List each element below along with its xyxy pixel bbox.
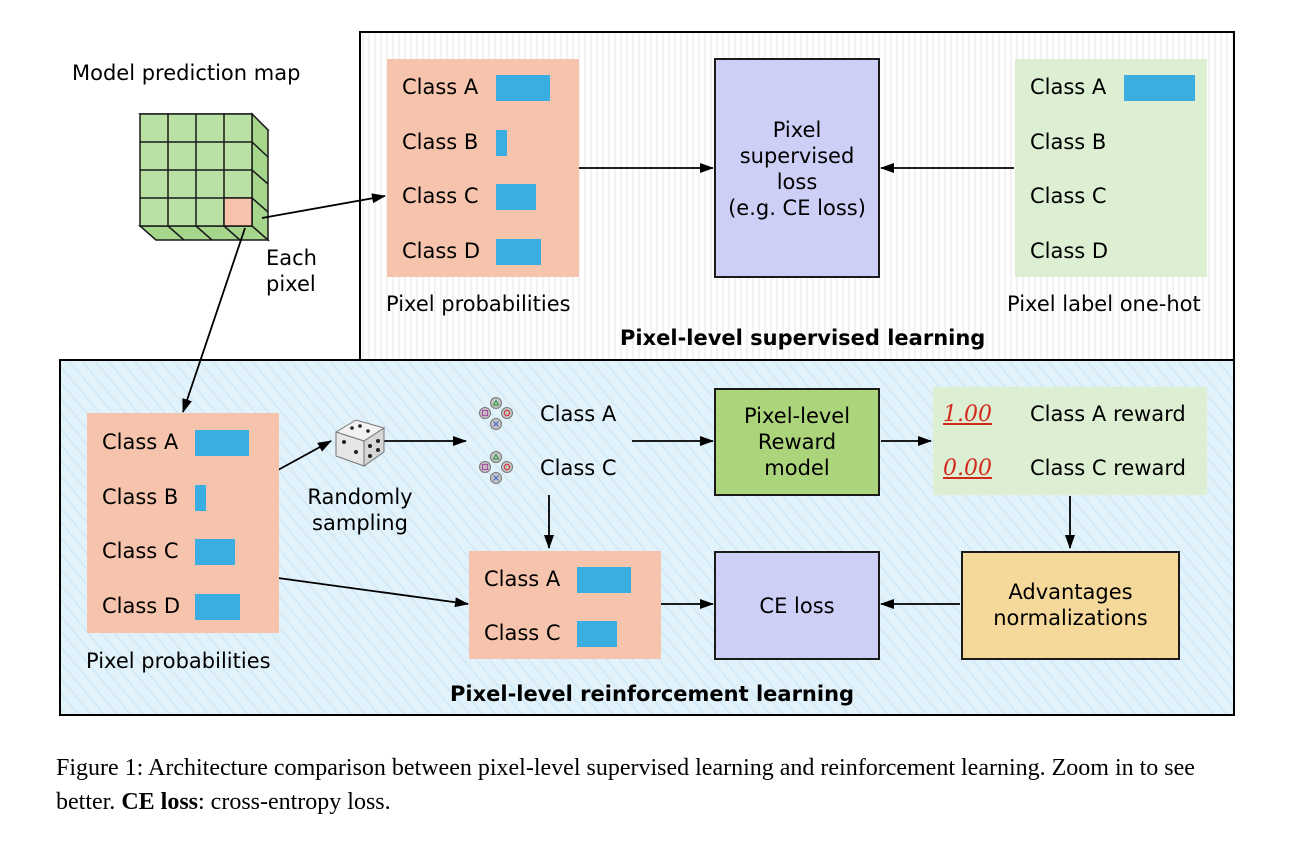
caption-bold: CE loss bbox=[121, 789, 198, 815]
loss-box-line: loss bbox=[776, 170, 818, 194]
each-pixel-label-line1: Each bbox=[266, 246, 317, 270]
advantages-line: Advantages bbox=[1008, 580, 1133, 604]
caption-text: Figure 1: Architecture comparison betwee… bbox=[56, 755, 1195, 815]
loss-box-line: supervised bbox=[739, 144, 855, 168]
arrow-probs-to-selected bbox=[277, 577, 469, 608]
selected-probs-box: Class A Class C bbox=[469, 551, 661, 659]
sampling-label: Randomly sampling bbox=[290, 484, 430, 536]
class-label: Class A bbox=[1030, 75, 1107, 99]
loss-box-line: Pixel bbox=[772, 118, 822, 142]
arrow-pixel-to-supervised bbox=[261, 193, 386, 219]
sampled-class: Class A bbox=[540, 402, 617, 426]
probability-bar bbox=[195, 484, 206, 511]
arrow-pixel-to-rl bbox=[182, 227, 246, 413]
caption-suffix: : cross-entropy loss. bbox=[198, 789, 391, 815]
loss-box-line: (e.g. CE loss) bbox=[728, 196, 866, 220]
onehot-box: Class A Class B Class C Class D bbox=[1015, 59, 1207, 277]
prediction-map-title: Model prediction map bbox=[72, 61, 301, 85]
gamepad-buttons-icon bbox=[479, 451, 513, 484]
pixel-supervised-loss-box: Pixel supervised loss (e.g. CE loss) bbox=[714, 58, 880, 278]
figure-caption: Figure 1: Architecture comparison betwee… bbox=[56, 751, 1246, 819]
each-pixel-label-line2: pixel bbox=[266, 272, 316, 296]
probability-bar bbox=[195, 430, 249, 456]
reward-model-line: model bbox=[764, 456, 830, 480]
reward-model-box: Pixel-level Reward model bbox=[714, 388, 880, 496]
supervised-section-title: Pixel-level supervised learning bbox=[620, 326, 986, 350]
class-label: Class B bbox=[402, 129, 479, 154]
probability-bar bbox=[195, 593, 240, 620]
class-label: Class C bbox=[484, 621, 561, 645]
highlighted-pixel bbox=[223, 197, 253, 227]
advantages-box: Advantages normalizations bbox=[961, 551, 1180, 660]
class-label: Class D bbox=[102, 593, 181, 618]
rl-probs-box: Class A Class B Class C Class D bbox=[87, 413, 279, 633]
class-label: Class C bbox=[102, 539, 179, 563]
sampling-label-line: Randomly bbox=[307, 485, 413, 509]
class-label: Class A bbox=[102, 430, 179, 454]
sampled-class: Class C bbox=[540, 456, 617, 480]
class-label: Class D bbox=[402, 238, 481, 263]
probability-bar bbox=[496, 184, 536, 210]
class-label: Class C bbox=[1030, 184, 1107, 208]
dice-icon bbox=[334, 419, 386, 467]
probability-bar bbox=[577, 621, 617, 647]
class-label: Class D bbox=[1030, 238, 1109, 263]
arrow-probs-to-dice bbox=[277, 440, 332, 471]
supervised-probs-box: Class A Class B Class C Class D bbox=[387, 59, 579, 277]
class-label: Class B bbox=[1030, 129, 1107, 154]
prediction-map-cube bbox=[138, 112, 270, 242]
reward-label: Class C reward bbox=[1030, 456, 1186, 480]
supervised-probs-caption: Pixel probabilities bbox=[386, 292, 571, 316]
probability-bar bbox=[496, 129, 507, 156]
probability-bar bbox=[195, 539, 235, 565]
class-label: Class A bbox=[402, 75, 479, 99]
reward-value: 1.00 bbox=[943, 402, 992, 427]
rewards-box: 1.00 Class A reward 0.00 Class C reward bbox=[933, 387, 1207, 495]
probability-bar bbox=[496, 75, 550, 101]
rl-probs-caption: Pixel probabilities bbox=[86, 649, 271, 673]
advantages-line: normalizations bbox=[993, 606, 1148, 630]
class-label: Class A bbox=[484, 567, 561, 591]
reward-model-line: Reward bbox=[757, 430, 837, 454]
reward-value: 0.00 bbox=[943, 456, 992, 481]
sampling-label-line: sampling bbox=[312, 511, 408, 535]
ce-loss-box: CE loss bbox=[714, 551, 880, 660]
gamepad-buttons-icon bbox=[479, 397, 513, 430]
reward-model-line: Pixel-level bbox=[743, 404, 851, 428]
reward-label: Class A reward bbox=[1030, 402, 1186, 426]
class-label: Class B bbox=[102, 484, 179, 509]
ce-loss-label: CE loss bbox=[759, 594, 835, 618]
probability-bar bbox=[1124, 75, 1195, 101]
rl-section-title: Pixel-level reinforcement learning bbox=[450, 682, 855, 706]
probability-bar bbox=[496, 238, 541, 265]
probability-bar bbox=[577, 567, 631, 593]
onehot-caption: Pixel label one-hot bbox=[1007, 292, 1201, 316]
class-label: Class C bbox=[402, 184, 479, 208]
